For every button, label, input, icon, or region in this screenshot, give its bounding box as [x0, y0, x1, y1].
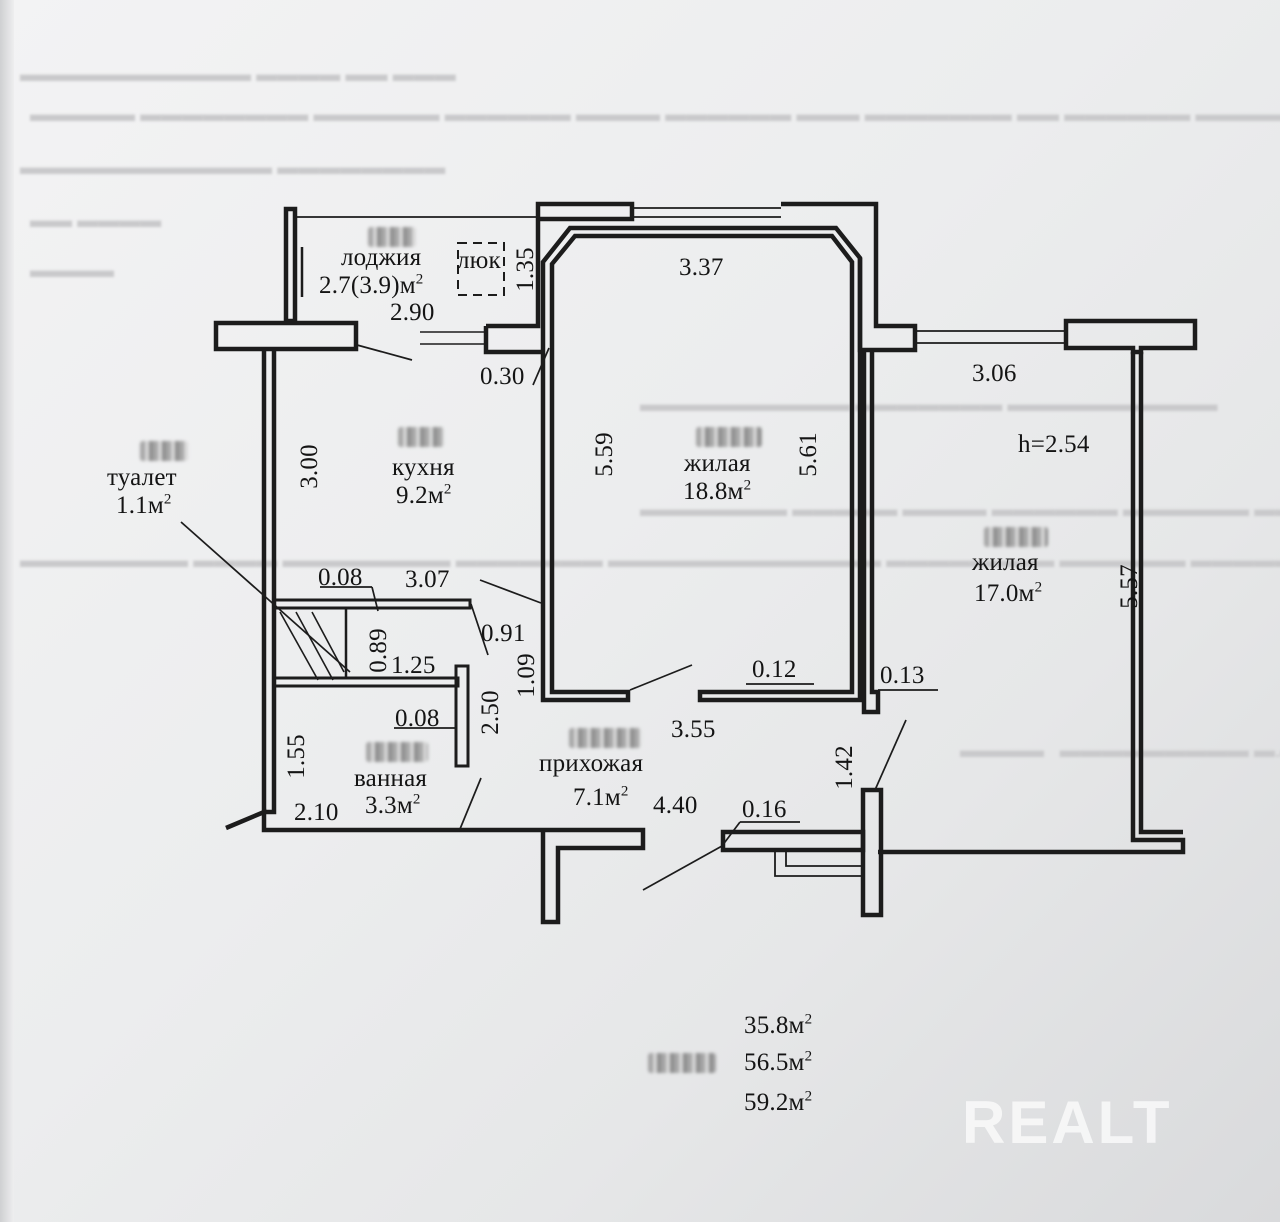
leader-line: [470, 603, 489, 656]
leader-line: [721, 821, 741, 847]
realt-watermark-logo: REALT: [962, 1089, 1173, 1156]
leader-line: [479, 579, 542, 604]
dim-living1-left: 5.59: [590, 432, 618, 477]
living1-name: жилая: [684, 450, 751, 477]
dim-toilet-125: 1.25: [391, 652, 436, 679]
hatch-outline: [457, 242, 505, 296]
toilet-area: 1.1м2: [116, 491, 172, 519]
toilet-name: туалет: [107, 464, 177, 491]
entrance-step: [774, 850, 863, 877]
living1-area: 18.8м2: [683, 477, 752, 505]
bottom-wall-left: [225, 808, 646, 925]
dim-loggia-width: 2.90: [390, 299, 435, 326]
background-ghost-text: ▬▬▬▬▬▬▬▬ ▬▬▬▬ ▬▬▬▬▬▬▬▬ ▬▬▬▬▬▬▬ ▬▬▬▬▬▬▬▬▬…: [20, 548, 1280, 572]
dim-living1-right: 5.61: [794, 432, 822, 477]
loggia-name: лоджия: [341, 244, 422, 271]
total-living-area: 35.8м2: [744, 1011, 813, 1039]
dim-wall-030: 0.30: [480, 363, 525, 390]
dim-bath-008: 0.08: [395, 705, 440, 732]
dim-wall-016: 0.16: [742, 796, 787, 823]
leader-line: [629, 664, 693, 691]
dim-toilet-089: 0.89: [364, 628, 392, 673]
background-ghost-text: ▬▬▬▬ ▬▬▬▬▬▬▬▬▬ ▬.▬.: [960, 738, 1280, 762]
total-area: 56.5м2: [744, 1048, 813, 1076]
dim-living2-height: 5.57: [1115, 564, 1143, 609]
redacted-room-number: [398, 427, 444, 447]
leader-line: [459, 777, 482, 830]
background-ghost-text: ▬▬▬▬▬▬▬▬▬▬▬▬ ▬▬▬▬▬▬▬▬: [20, 155, 446, 179]
kitchen-area: 9.2м2: [396, 481, 452, 509]
dim-corr-091: 0.91: [481, 620, 526, 647]
loggia-area: 2.7(3.9)м2: [319, 271, 424, 299]
paper-edge: [0, 0, 14, 1222]
redacted-room-number: [140, 441, 188, 461]
background-ghost-text: ▬▬▬▬: [30, 258, 114, 282]
kitchen-name: кухня: [392, 454, 455, 481]
dim-kitchen-width: 3.07: [405, 566, 450, 593]
background-ghost-text: ▬▬▬▬▬▬▬▬▬▬▬ ▬▬▬▬ ▬▬ ▬▬▬: [20, 62, 456, 86]
dim-toilet-008: 0.08: [318, 564, 363, 591]
ceiling-height: h=2.54: [1018, 431, 1090, 458]
redacted-room-number: [984, 527, 1048, 547]
dim-wall-013: 0.13: [880, 662, 925, 689]
hallway-name: прихожая: [539, 750, 644, 777]
redacted-room-number: [569, 728, 641, 748]
dim-hall-355: 3.55: [671, 716, 716, 743]
redacted-total-label: [648, 1053, 716, 1073]
leader-line: [874, 719, 907, 791]
wall-block-top-left: [483, 201, 635, 355]
hallway-area: 7.1м2: [573, 783, 629, 811]
living2-left-wall: [861, 350, 881, 715]
toilet-bottom-partition: [274, 676, 460, 688]
living2-area: 17.0м2: [974, 579, 1043, 607]
leader-line: [180, 521, 351, 673]
dim-bath-155: 1.55: [282, 734, 310, 779]
dim-wall-012: 0.12: [752, 656, 797, 683]
living2-right-wall: [878, 352, 1186, 855]
leader-line: [371, 586, 379, 612]
living2-name: жилая: [972, 549, 1039, 576]
dim-loggia-depth: 1.35: [511, 247, 539, 292]
wall-pillar: [860, 787, 884, 918]
dim-kitchen-height: 3.00: [295, 444, 323, 489]
dim-corr-109: 1.09: [512, 653, 540, 698]
living2-top-wall: [1063, 318, 1198, 355]
background-ghost-text: ▬▬▬▬▬▬▬▬▬▬ ▬▬▬▬▬▬▬ ▬▬▬▬▬▬▬▬▬▬: [640, 392, 1218, 416]
background-ghost-text: ▬▬▬▬▬▬▬ ▬▬▬▬▬ ▬▬▬▬ ▬▬▬▬▬▬ ▬▬▬▬▬▬ ▬▬▬▬▬▬▬…: [640, 497, 1280, 521]
toilet-top-partition: [274, 598, 472, 610]
leader-line: [356, 344, 413, 361]
kitchen-balcony-wall: [213, 320, 359, 352]
redacted-room-number: [368, 227, 416, 247]
wall-block-top-right: [781, 201, 918, 353]
leader-line: [532, 347, 550, 386]
kitchen-left-wall: [261, 349, 277, 815]
redacted-room-number: [696, 427, 762, 447]
leader-line: [642, 845, 723, 891]
dim-wall-142: 1.42: [830, 745, 858, 790]
total-area-with-loggia: 59.2м2: [744, 1088, 813, 1116]
toilet-hatch-line: [279, 611, 319, 681]
bathroom-name: ванная: [354, 765, 428, 792]
toilet-hatch-line: [295, 611, 334, 681]
dim-living1-width: 3.37: [679, 254, 724, 281]
bathroom-right-wall: [454, 664, 470, 768]
bathroom-area: 3.3м2: [365, 791, 421, 819]
dim-living2-width: 3.06: [972, 360, 1017, 387]
redacted-room-number: [366, 742, 428, 762]
dim-bath-210: 2.10: [294, 799, 339, 826]
dim-bath-250: 2.50: [476, 690, 504, 735]
background-ghost-text: ▬▬▬▬▬ ▬▬▬▬▬▬▬▬ ▬▬▬▬▬▬ ▬▬▬▬▬▬ ▬▬▬▬ ▬▬▬▬▬▬…: [30, 102, 1280, 126]
living1-walls: [540, 225, 863, 703]
loggia-left-wall: [283, 206, 298, 324]
hatch-label: люк: [457, 247, 501, 274]
dim-hall-440: 4.40: [653, 792, 698, 819]
background-ghost-text: ▬▬ ▬▬▬▬: [30, 208, 162, 232]
bottom-wall-right: [720, 829, 866, 853]
